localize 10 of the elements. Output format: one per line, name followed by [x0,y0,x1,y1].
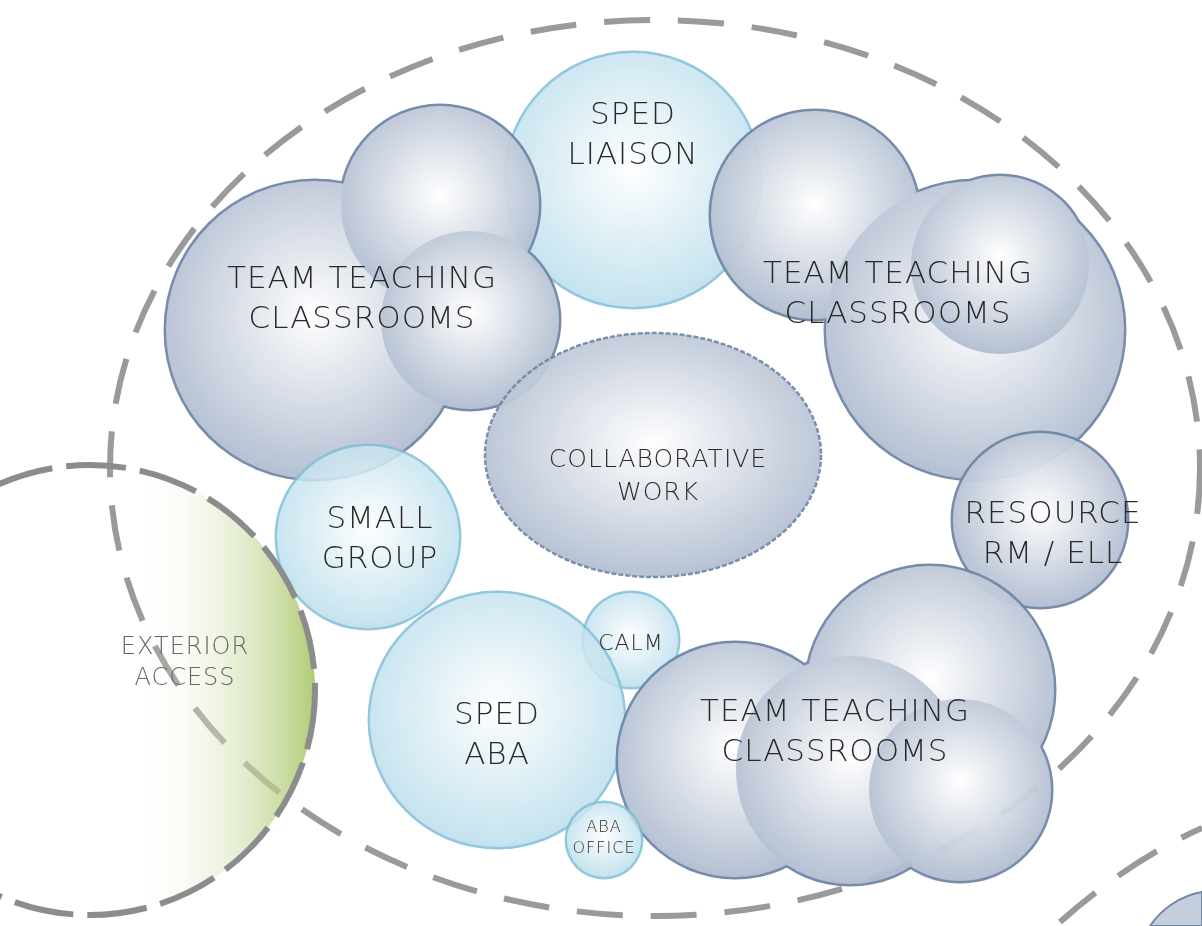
bubble-label: SMALL GROUP [320,497,440,577]
bubble-label: COLLABORATIVE WORK [547,442,769,507]
bubble-label: CALM [597,628,665,657]
bubble-label: SPED ABA [453,693,541,773]
bubble-label: TEAM TEACHING CLASSROOMS [226,257,498,337]
bubble-label: TEAM TEACHING CLASSROOMS [699,690,971,770]
bubble-label: EXTERIOR ACCESS [119,630,251,693]
bubble-label: ABA OFFICE [571,817,637,859]
bubble-label: SPED LIAISON [566,93,700,173]
bubble-label: TEAM TEACHING CLASSROOMS [762,252,1034,332]
